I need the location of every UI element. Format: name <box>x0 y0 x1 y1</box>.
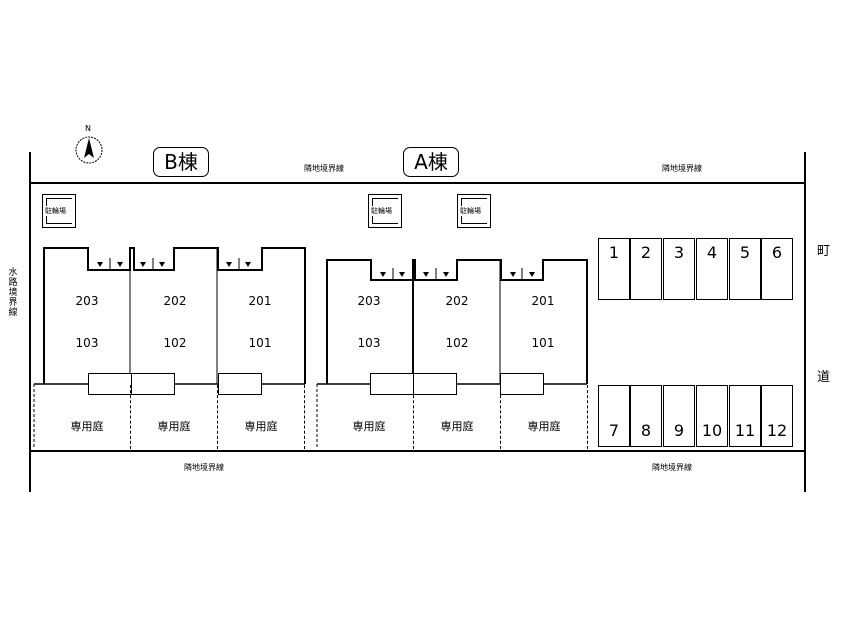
garden-label: 専用庭 <box>440 420 474 433</box>
garden-label: 専用庭 <box>352 420 386 433</box>
unit-b-lower-1: 103 <box>75 336 99 350</box>
unit-a-lower-3: 101 <box>531 336 555 350</box>
boundary-waterway-label: 水路境界線 <box>8 268 18 318</box>
road-label-1: 町 <box>817 244 831 259</box>
bike-parking-a-1: 駐輪場 <box>368 194 402 228</box>
north-arrow-icon: N <box>72 124 108 166</box>
garden-label: 専用庭 <box>244 420 278 433</box>
boundary-label-bottom-1: 隣地境界線 <box>184 463 224 472</box>
unit-b-upper-3: 201 <box>248 294 272 308</box>
unit-b-upper-2: 202 <box>163 294 187 308</box>
unit-b-upper-1: 203 <box>75 294 99 308</box>
bike-parking-a-2: 駐輪場 <box>457 194 491 228</box>
parking-slot: 3 <box>663 238 695 300</box>
garden-divider <box>500 385 501 449</box>
site-bottom-boundary <box>29 450 806 452</box>
balcony-b-1 <box>88 373 132 395</box>
garden-label: 専用庭 <box>527 420 561 433</box>
garden-divider <box>130 385 131 449</box>
balcony-b-3 <box>218 373 262 395</box>
unit-a-upper-3: 201 <box>531 294 555 308</box>
balcony-a-2 <box>413 373 457 395</box>
site-top-boundary <box>29 182 806 184</box>
site-left-edge <box>29 152 31 492</box>
parking-slot: 5 <box>729 238 761 300</box>
boundary-label-top-1: 隣地境界線 <box>304 164 344 173</box>
parking-slot: 10 <box>696 385 728 447</box>
bike-parking-b: 駐輪場 <box>42 194 76 228</box>
unit-b-lower-3: 101 <box>248 336 272 350</box>
parking-slot: 6 <box>761 238 793 300</box>
parking-slot: 7 <box>598 385 630 447</box>
parking-slot: 9 <box>663 385 695 447</box>
balcony-b-2 <box>131 373 175 395</box>
parking-slot: 4 <box>696 238 728 300</box>
road-label-2: 道 <box>817 370 831 385</box>
parking-slot: 2 <box>630 238 662 300</box>
boundary-label-bottom-2: 隣地境界線 <box>652 463 692 472</box>
building-a-badge: A棟 <box>403 147 459 177</box>
unit-a-upper-2: 202 <box>445 294 469 308</box>
unit-a-lower-2: 102 <box>445 336 469 350</box>
site-right-edge <box>804 152 806 492</box>
north-label: N <box>85 124 91 133</box>
parking-slot: 11 <box>729 385 761 447</box>
garden-label: 専用庭 <box>70 420 104 433</box>
boundary-label-top-2: 隣地境界線 <box>662 164 702 173</box>
parking-slot: 12 <box>761 385 793 447</box>
unit-a-lower-1: 103 <box>357 336 381 350</box>
garden-divider <box>217 385 218 449</box>
parking-slot: 1 <box>598 238 630 300</box>
parking-slot: 8 <box>630 385 662 447</box>
unit-b-lower-2: 102 <box>163 336 187 350</box>
balcony-a-1 <box>370 373 414 395</box>
garden-label: 専用庭 <box>157 420 191 433</box>
balcony-a-3 <box>500 373 544 395</box>
building-b-badge: B棟 <box>153 147 209 177</box>
unit-a-upper-1: 203 <box>357 294 381 308</box>
garden-divider <box>304 385 305 449</box>
garden-divider <box>413 385 414 449</box>
garden-divider <box>587 385 588 449</box>
